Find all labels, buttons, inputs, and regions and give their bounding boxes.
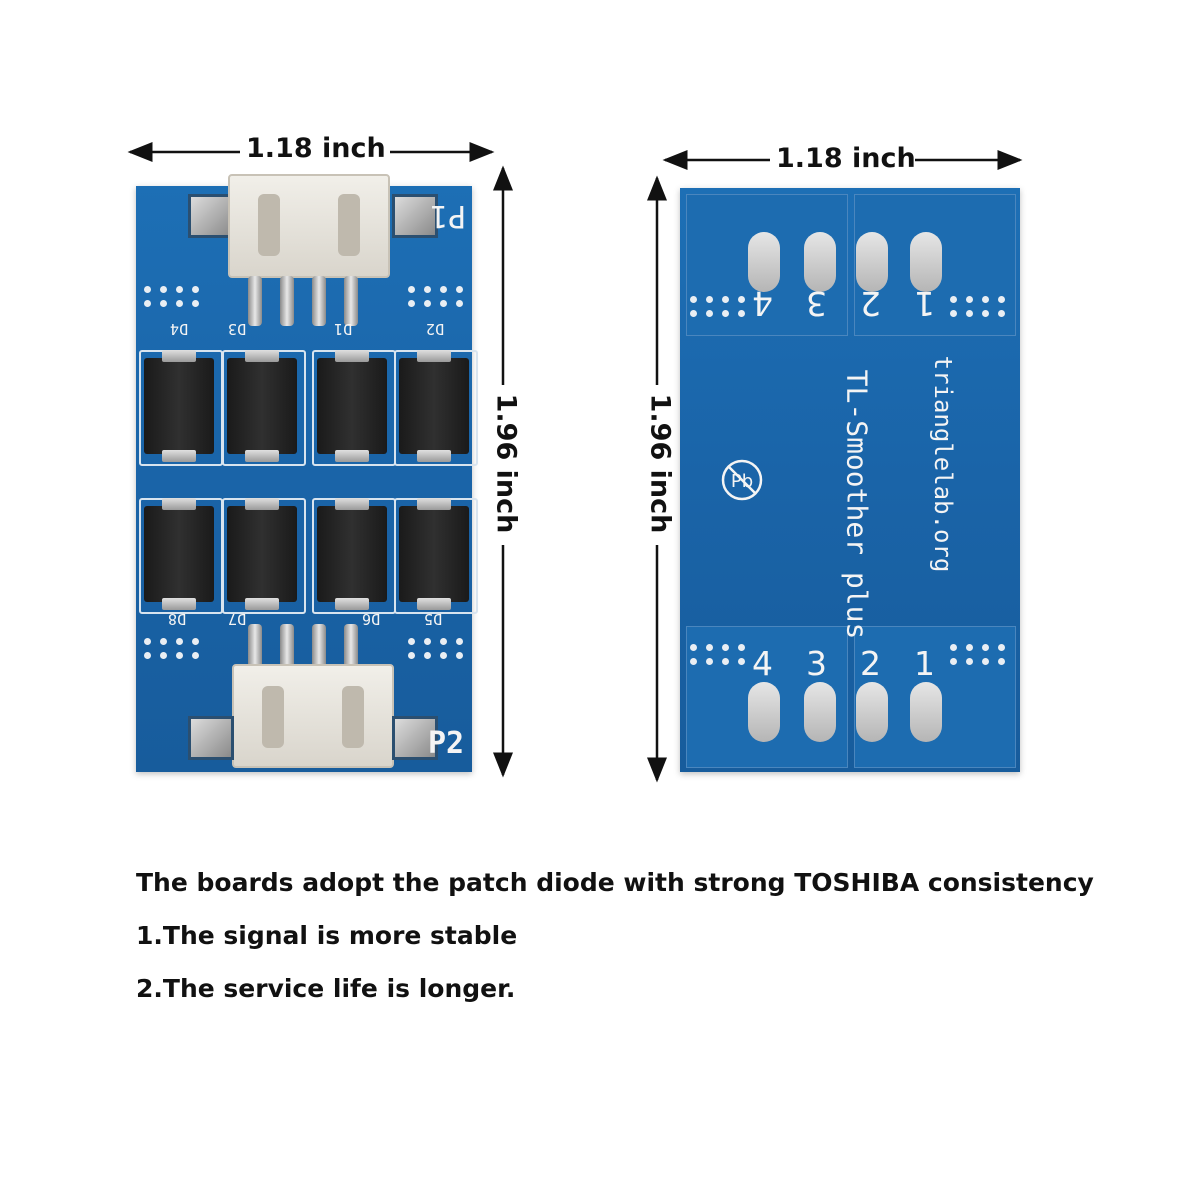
caption-line-2: 1.The signal is more stable — [136, 921, 518, 950]
top-pad-1 — [910, 232, 942, 292]
bottom-pad-4 — [748, 682, 780, 742]
bottom-pin-number-3: 3 — [806, 644, 827, 683]
diode-label-d3: D3 — [228, 320, 247, 338]
top-pad-4 — [748, 232, 780, 292]
bottom-left-mount-pad — [188, 716, 234, 760]
diode-d2 — [399, 350, 469, 462]
bottom-right-mount-pad — [392, 716, 438, 760]
diode-label-d1: D1 — [334, 320, 353, 338]
caption-line-3: 2.The service life is longer. — [136, 974, 516, 1003]
pb-free-logo-icon: Pb — [721, 459, 763, 501]
diode-d7 — [227, 498, 297, 610]
bottom-pin-number-1: 1 — [914, 644, 935, 683]
bottom-pin-number-2: 2 — [860, 644, 881, 683]
diode-d6 — [317, 498, 387, 610]
left-height-label: 1.96 inch — [490, 393, 522, 534]
bottom-pad-3 — [804, 682, 836, 742]
left-pcb-board: P1 D4 D3 D1 D2 D8 D7 D6 D5 — [136, 174, 478, 772]
top-pin-number-3: 3 — [806, 284, 827, 323]
diode-label-d5: D5 — [424, 610, 443, 628]
right-height-label: 1.96 inch — [644, 393, 676, 534]
bottom-pin-number-4: 4 — [752, 644, 773, 683]
brand-url: trianglelab.org — [929, 355, 957, 573]
connector-label-bottom: P2 — [428, 726, 465, 761]
product-name: TL-Smoother plus — [840, 369, 874, 640]
top-pad-3 — [804, 232, 836, 292]
diode-d4 — [144, 350, 214, 462]
diode-label-d2: D2 — [426, 320, 445, 338]
left-width-label: 1.18 inch — [246, 133, 386, 164]
bottom-pad-2 — [856, 682, 888, 742]
right-pcb-board: 4 3 2 1 TL-Smoother plus trianglelab.org… — [680, 188, 1020, 772]
top-pin-number-4: 4 — [752, 284, 773, 323]
top-pin-number-2: 2 — [860, 284, 881, 323]
right-width-label: 1.18 inch — [776, 143, 916, 174]
diode-label-d7: D7 — [228, 610, 247, 628]
diode-label-d6: D6 — [362, 610, 381, 628]
top-right-mount-pad — [392, 194, 438, 238]
top-pad-2 — [856, 232, 888, 292]
diode-d3 — [227, 350, 297, 462]
bottom-pad-1 — [910, 682, 942, 742]
diode-d5 — [399, 498, 469, 610]
bottom-connector — [232, 664, 394, 768]
top-left-mount-pad — [188, 194, 234, 238]
svg-text:Pb: Pb — [731, 471, 753, 492]
diode-label-d4: D4 — [170, 320, 189, 338]
diode-label-d8: D8 — [168, 610, 187, 628]
connector-label-top: P1 — [430, 198, 467, 233]
caption-line-1: The boards adopt the patch diode with st… — [136, 868, 1094, 897]
top-connector — [228, 174, 390, 278]
diode-d1 — [317, 350, 387, 462]
diode-d8 — [144, 498, 214, 610]
